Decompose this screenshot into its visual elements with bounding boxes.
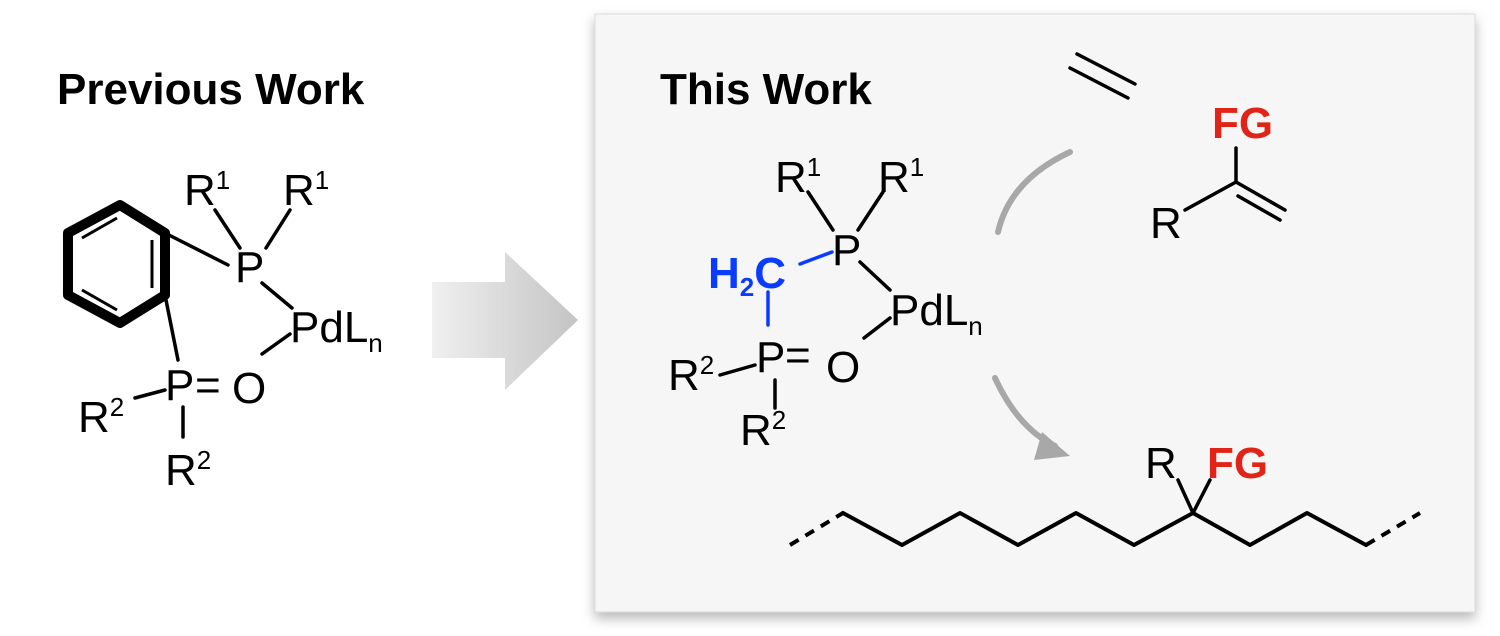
propagation-arrowhead-icon — [1034, 432, 1070, 460]
previous-work-atoms: R1 R1 P PdLn P = O R2 R2 — [78, 165, 383, 495]
polar-vinyl-monomer: FG R — [1150, 99, 1287, 248]
oxygen-label: O — [232, 364, 266, 413]
double-bond-label: = — [195, 361, 221, 410]
r1-left-label: R1 — [184, 165, 230, 215]
this-work-atoms: R1 R1 P H2C PdLn P = O R2 R2 — [668, 152, 983, 455]
this-work-bonds — [718, 190, 892, 410]
double-bond-label: = — [785, 331, 811, 380]
r1-right-label: R1 — [878, 152, 924, 202]
benzene-ring — [63, 200, 170, 328]
polymer-fg-label: FG — [1207, 439, 1268, 488]
methylene-bridge-label: H2C — [708, 249, 786, 302]
ethylene-monomer-icon — [1068, 52, 1137, 100]
r2-bottom-label: R2 — [165, 445, 211, 495]
phosphine-oxide-p-label: P — [756, 333, 785, 382]
monomer-r-label: R — [1150, 199, 1182, 248]
r2-bottom-label: R2 — [740, 405, 786, 455]
previous-work-bonds — [133, 208, 294, 439]
polymer-r-label: R — [1145, 439, 1177, 488]
r1-left-label: R1 — [775, 152, 821, 202]
progression-arrow-icon — [432, 252, 578, 390]
this-work-panel: This Work R1 R1 P H2C PdLn P = O R2 R2 — [594, 13, 1476, 613]
insertion-arc-icon — [995, 149, 1073, 235]
oxygen-label: O — [826, 343, 860, 392]
monomer-fg-label: FG — [1212, 99, 1273, 148]
previous-work-panel: Previous Work R1 R1 P PdLn P = — [57, 65, 383, 495]
this-work-heading: This Work — [660, 65, 872, 114]
polymer-chain: R FG — [788, 439, 1422, 547]
phosphine-oxide-p-label: P — [165, 361, 194, 410]
r2-left-label: R2 — [78, 392, 124, 442]
r1-right-label: R1 — [283, 165, 329, 215]
palladium-label: PdLn — [290, 303, 383, 358]
phosphine-p-label: P — [235, 243, 264, 292]
palladium-label: PdLn — [890, 286, 983, 341]
r2-left-label: R2 — [668, 350, 714, 400]
previous-work-heading: Previous Work — [57, 65, 365, 114]
phosphine-p-label: P — [832, 226, 861, 275]
